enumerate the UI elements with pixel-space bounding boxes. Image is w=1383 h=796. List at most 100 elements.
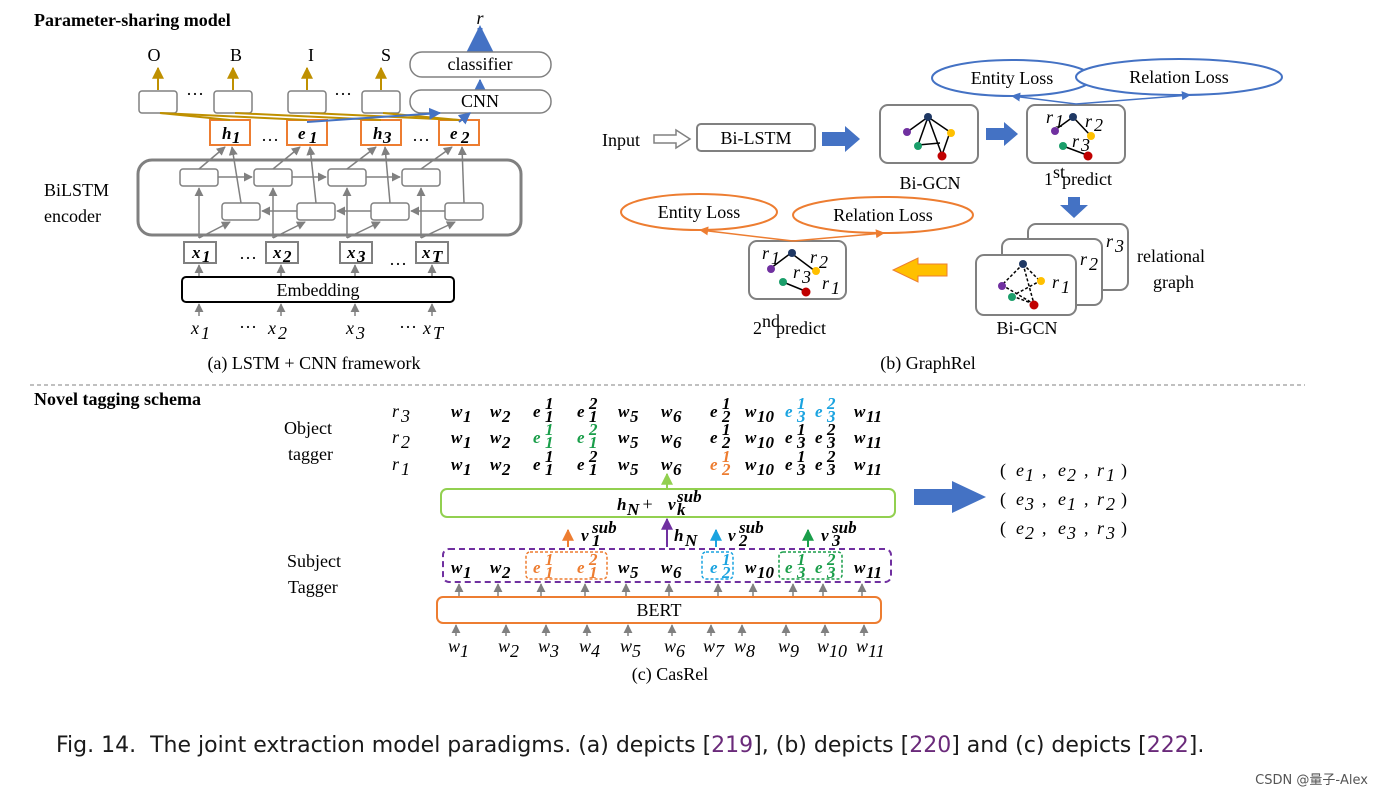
svg-text:1: 1: [589, 433, 598, 452]
svg-text:1: 1: [545, 460, 554, 479]
ref-link-219[interactable]: 219: [711, 733, 753, 758]
svg-text:v: v: [581, 526, 589, 545]
svg-text:1: 1: [589, 563, 598, 582]
svg-text:1: 1: [1055, 111, 1064, 131]
svg-text:1: 1: [1106, 465, 1115, 485]
svg-text:x: x: [421, 243, 431, 262]
svg-text:): ): [1121, 460, 1127, 481]
svg-text:x: x: [272, 243, 282, 262]
classifier-box: [409, 51, 552, 78]
svg-text:6: 6: [673, 433, 682, 452]
svg-text:w: w: [745, 455, 757, 474]
svg-text:w: w: [618, 455, 630, 474]
svg-text:w: w: [745, 428, 757, 447]
embedding-box: [181, 276, 455, 303]
svg-text:w: w: [854, 428, 866, 447]
embed-input-x2: x 2: [265, 241, 299, 266]
svg-text:h: h: [373, 124, 382, 143]
svg-text:w: w: [661, 558, 673, 577]
classifier-label: classifier: [448, 54, 513, 74]
svg-text:2: 2: [738, 531, 748, 550]
svg-text:,: ,: [1042, 489, 1047, 509]
svg-text:10: 10: [757, 433, 775, 452]
svg-text:e: e: [577, 455, 585, 474]
graph-icon: [998, 260, 1045, 310]
entity-loss-label: Entity Loss: [658, 202, 741, 222]
svg-text:w: w: [854, 402, 866, 421]
svg-text:1: 1: [722, 394, 731, 413]
svg-text:x: x: [267, 318, 276, 338]
svg-text:e: e: [533, 558, 541, 577]
svg-text:w: w: [451, 455, 463, 474]
svg-text:e: e: [298, 124, 306, 143]
svg-text:2: 2: [721, 433, 731, 452]
svg-text:6: 6: [673, 407, 682, 426]
svg-text:2: 2: [588, 550, 598, 569]
svg-text:2: 2: [826, 550, 836, 569]
hidden-state-h3: h 3: [360, 119, 402, 147]
svg-text:1: 1: [463, 460, 472, 479]
first-predict-box: [1026, 104, 1126, 164]
svg-text:2: 2: [501, 407, 511, 426]
svg-text:r: r: [1097, 489, 1105, 509]
svg-text:e: e: [1016, 460, 1024, 480]
ref-link-222[interactable]: 222: [1147, 733, 1189, 758]
embed-input-xT: x T: [415, 241, 449, 266]
svg-text:x: x: [190, 318, 199, 338]
tag-label: S: [381, 45, 391, 65]
svg-text:1: 1: [463, 433, 472, 452]
svg-text:3: 3: [549, 641, 559, 661]
ref-link-220[interactable]: 220: [909, 733, 951, 758]
svg-text:1: 1: [232, 128, 241, 147]
svg-text:10: 10: [757, 563, 775, 582]
svg-text:k: k: [677, 500, 686, 519]
first-predict-label: 1 st predict: [1044, 162, 1112, 189]
svg-text:r: r: [1085, 111, 1093, 131]
svg-text:r: r: [392, 401, 400, 421]
svg-text:5: 5: [630, 407, 639, 426]
svg-text:3: 3: [1114, 236, 1124, 256]
svg-text:e: e: [710, 402, 718, 421]
svg-text:st: st: [1053, 162, 1065, 182]
svg-text:sub: sub: [738, 518, 764, 537]
subject-span-e1: [525, 551, 608, 580]
svg-text:e: e: [1058, 460, 1066, 480]
output-cell: [138, 90, 178, 114]
output-cell: [361, 90, 401, 114]
svg-text:1: 1: [545, 420, 554, 439]
svg-text:w: w: [538, 636, 550, 656]
object-tagger-label: tagger: [288, 444, 333, 464]
svg-text:,: ,: [1042, 460, 1047, 480]
blue-arrow-icon: [914, 481, 986, 513]
svg-text:sub: sub: [676, 487, 702, 506]
graph-icon: [903, 113, 955, 161]
graph-icon: [767, 249, 820, 297]
svg-text:1: 1: [463, 563, 472, 582]
svg-text:3: 3: [400, 406, 410, 426]
svg-text:w: w: [490, 402, 502, 421]
ellipsis: ···: [399, 317, 417, 337]
panel-a-title: Parameter-sharing model: [34, 10, 231, 30]
